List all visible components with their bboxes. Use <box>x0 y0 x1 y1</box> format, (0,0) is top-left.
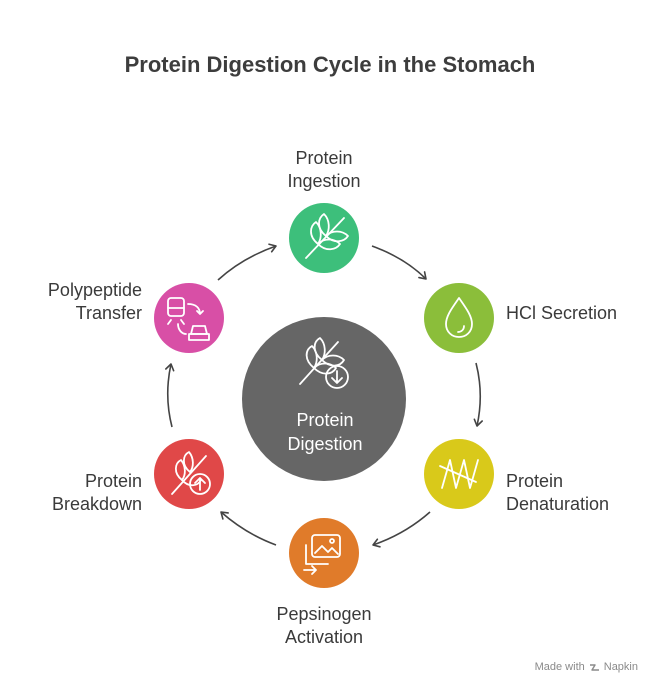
center-label: Protein Digestion <box>244 408 406 456</box>
arrow-polypeptide-to-ingestion <box>217 243 277 281</box>
arrow-ingestion-to-hcl <box>371 245 427 280</box>
step-circle-polypeptide <box>154 283 224 353</box>
step-label-polypeptide: Polypeptide Transfer <box>47 280 142 323</box>
step-circle-pepsinogen <box>289 518 359 588</box>
wheat-icon <box>305 213 349 259</box>
arrow-denaturation-to-pepsinogen <box>372 511 431 548</box>
step-label-ingestion: Protein Ingestion <box>287 148 361 191</box>
step-label-denaturation: Protein Denaturation <box>506 471 610 514</box>
wheat-up-icon <box>171 451 211 495</box>
center-circle <box>242 317 406 481</box>
napkin-logo-icon <box>589 663 599 671</box>
arrow-pepsinogen-to-breakdown <box>220 511 277 546</box>
center-label-line2: Digestion <box>287 434 363 454</box>
step-label-hcl: HCl Secretion <box>506 303 618 323</box>
arrow-hcl-to-denaturation <box>473 362 483 427</box>
step-label-pepsinogen: Pepsinogen Activation <box>276 604 372 647</box>
step-label-breakdown: Protein Breakdown <box>51 471 142 514</box>
watermark-prefix: Made with <box>534 661 585 673</box>
gallery-icon <box>303 534 341 575</box>
coil-icon <box>439 459 479 489</box>
diagram-title: Protein Digestion Cycle in the Stomach <box>124 52 536 77</box>
droplet-icon <box>445 297 473 338</box>
transport-icon <box>167 297 210 341</box>
step-circle-hcl <box>424 283 494 353</box>
arrow-breakdown-to-polypeptide <box>165 363 175 428</box>
watermark-brand: Napkin <box>603 661 638 673</box>
napkin-watermark: Made with Napkin <box>535 661 638 673</box>
center-label-line1: Protein <box>296 410 354 430</box>
center-wheat-icon <box>299 337 349 389</box>
